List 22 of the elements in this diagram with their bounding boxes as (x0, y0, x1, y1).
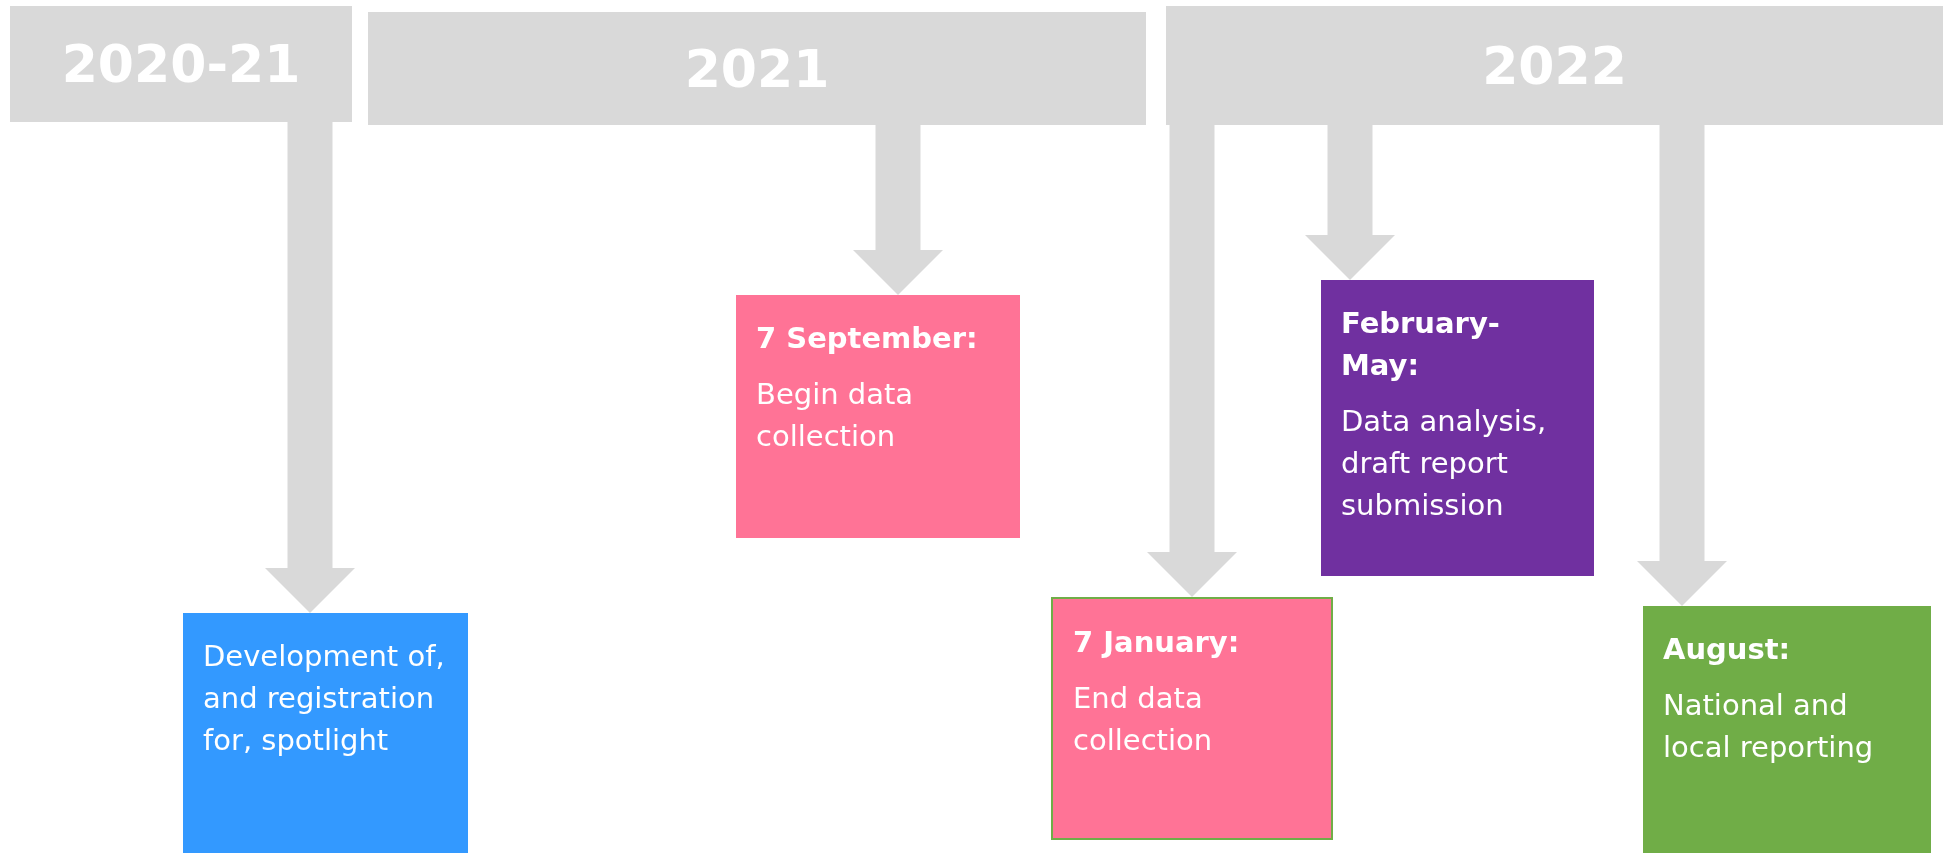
milestone-card (1643, 606, 1931, 853)
milestone-card (736, 295, 1020, 538)
arrow (1147, 125, 1237, 597)
milestone-text: End data collection (1073, 680, 1214, 760)
milestone-text: Begin data collection (756, 376, 915, 456)
milestone-date: February-May: (1341, 305, 1501, 385)
arrow (853, 125, 943, 295)
arrow (1637, 125, 1727, 606)
milestone-card (183, 613, 468, 853)
milestone-text: Data analysis, draft report submission (1341, 403, 1548, 525)
milestone-text: National and local reporting (1663, 687, 1875, 767)
milestone-text: Development of, and registration for, spotlight (203, 638, 446, 760)
milestone-date: 7 September: (756, 320, 979, 357)
arrow (265, 122, 355, 613)
milestone-card (1321, 280, 1594, 576)
milestone-card (1051, 597, 1333, 840)
milestone-date: August: (1663, 631, 1792, 668)
year-band (10, 6, 352, 122)
milestone-date: 7 January: (1073, 624, 1241, 661)
year-band (1166, 6, 1943, 125)
arrow (1305, 125, 1395, 280)
year-band (368, 12, 1146, 125)
